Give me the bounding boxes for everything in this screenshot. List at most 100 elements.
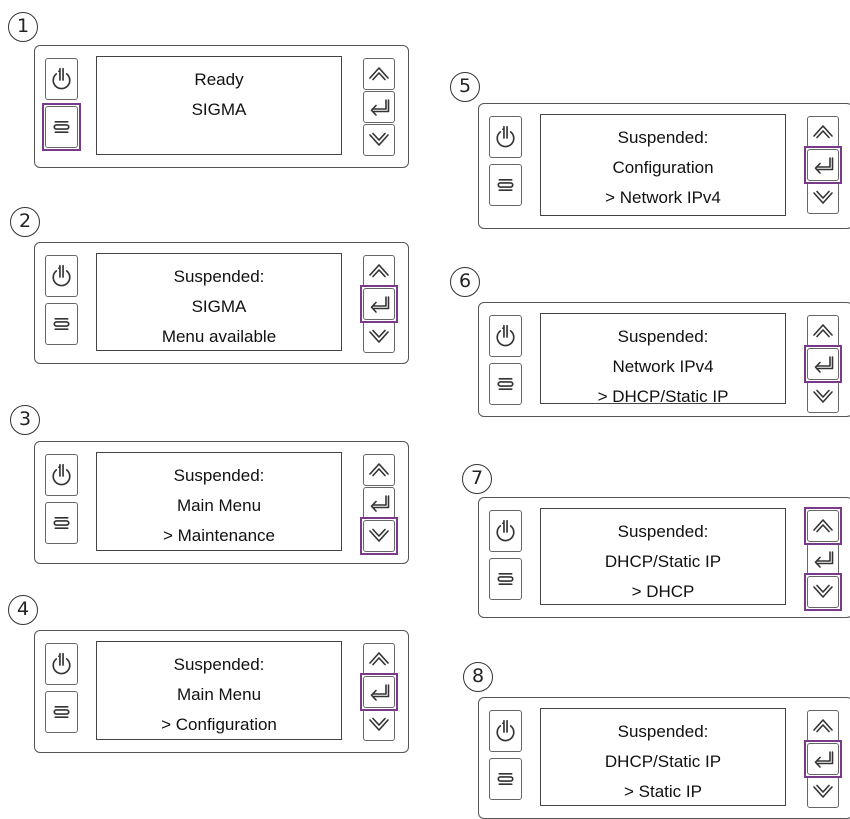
up-button[interactable] [363,454,395,486]
power-button[interactable] [45,255,78,297]
enter-button[interactable] [363,676,395,708]
enter-icon [370,495,390,512]
menu-button[interactable] [489,363,522,405]
down-button[interactable] [363,709,395,741]
up-button[interactable] [363,255,395,287]
step-number: 8 [463,662,493,692]
control-panel: Suspended:Main Menu> Maintenance [34,441,409,564]
menu-icon [53,706,70,718]
down-button[interactable] [807,776,839,808]
up-arrow-icon [369,652,389,666]
display-line-3: > DHCP [631,582,695,601]
up-arrow-icon [369,264,389,278]
up-arrow-icon [369,67,389,81]
menu-button[interactable] [489,164,522,206]
control-panel: Suspended: SIGMA Menu available [34,242,409,364]
display-line-1: Suspended: [617,327,709,346]
down-arrow-icon [369,717,389,731]
menu-button[interactable] [489,558,522,600]
display-line-1: Suspended: [617,522,709,541]
display-line-2: Main Menu [176,685,262,704]
power-button[interactable] [489,116,522,158]
menu-button[interactable] [45,106,78,148]
power-button[interactable] [45,58,78,100]
step-number: 5 [450,72,480,102]
enter-button[interactable] [363,91,395,123]
control-panel: Suspended: Main Menu > Configuration [34,630,409,753]
menu-icon [497,179,514,191]
down-button[interactable] [363,124,395,156]
control-panel: Suspended: DHCP/Static IP > DHCP [478,497,850,618]
power-icon [496,125,515,148]
enter-button[interactable] [807,543,839,575]
up-arrow-icon [813,324,833,338]
step-number: 4 [8,595,38,625]
up-button[interactable] [807,116,839,148]
enter-button[interactable] [807,348,839,380]
menu-button[interactable] [489,758,522,800]
menu-button[interactable] [45,502,78,544]
power-button[interactable] [45,643,78,685]
display-line-3: > DHCP/Static IP [597,387,729,406]
display-line-3: Menu available [161,327,277,346]
menu-button[interactable] [45,691,78,733]
enter-button[interactable] [807,743,839,775]
enter-button[interactable] [807,149,839,181]
power-button[interactable] [45,454,78,496]
step-number: 2 [10,207,40,237]
display-screen: Suspended:DHCP/Static IP> Static IP [540,708,786,806]
enter-icon [814,551,834,568]
up-button[interactable] [807,315,839,347]
down-button[interactable] [363,321,395,353]
down-arrow-icon [369,132,389,146]
step-number: 6 [450,267,480,297]
up-button[interactable] [363,58,395,90]
power-icon [52,463,71,486]
down-arrow-icon [369,329,389,343]
menu-icon [53,318,70,330]
display-line-1: Suspended: [173,655,265,674]
step-number: 1 [8,12,38,42]
display-screen: Suspended:Main Menu> Maintenance [96,452,342,551]
menu-icon [53,517,70,529]
down-arrow-icon [813,584,833,598]
menu-icon [497,573,514,585]
display-screen: Suspended: SIGMA Menu available [96,253,342,351]
down-button[interactable] [363,520,395,552]
enter-icon [814,356,834,373]
up-button[interactable] [807,510,839,542]
display-line-1: Ready [194,70,244,89]
display-line-3: > Configuration [161,715,277,734]
power-button[interactable] [489,710,522,752]
power-button[interactable] [489,315,522,357]
display-screen: Suspended: Main Menu > Configuration [96,641,342,740]
display-screen: Suspended: DHCP/Static IP > DHCP [540,508,786,605]
enter-icon [814,157,834,174]
enter-button[interactable] [363,487,395,519]
display-line-1: Suspended: [617,128,709,147]
up-arrow-icon [813,519,833,533]
up-button[interactable] [363,643,395,675]
power-button[interactable] [489,510,522,552]
power-icon [52,652,71,675]
down-button[interactable] [807,381,839,413]
power-icon [496,719,515,742]
menu-button[interactable] [45,303,78,345]
up-button[interactable] [807,710,839,742]
up-arrow-icon [813,125,833,139]
display-line-1: Suspended: [617,722,709,741]
display-line-2: SIGMA [191,100,247,119]
display-line-2: Configuration [612,158,714,177]
display-line-2: SIGMA [191,297,247,316]
up-arrow-icon [813,719,833,733]
enter-button[interactable] [363,288,395,320]
down-button[interactable] [807,182,839,214]
enter-icon [814,751,834,768]
display-line-1: Suspended: [173,267,265,286]
down-button[interactable] [807,576,839,608]
display-line-2: DHCP/Static IP [604,552,722,571]
power-icon [496,324,515,347]
power-icon [496,519,515,542]
step-number: 7 [462,464,492,494]
